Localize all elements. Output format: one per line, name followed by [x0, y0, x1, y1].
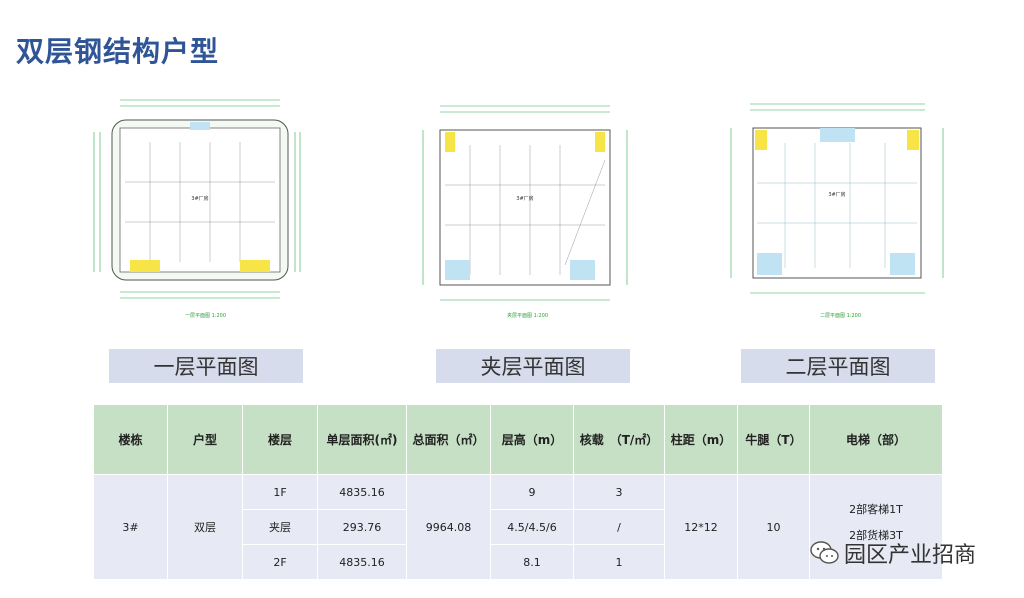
header-cell: 户型 — [167, 404, 243, 475]
floor-cell: 2F — [242, 544, 318, 580]
spec-table: 楼栋 户型 楼层 单层面积(㎡) 总面积（㎡） 层高（m） 核载 （T/㎡） 柱… — [93, 404, 943, 580]
plan-caption: 夹层平面图 1:200 — [507, 313, 548, 319]
plan-label-1f: 一层平面图 — [109, 349, 303, 383]
type-cell: 双层 — [167, 474, 243, 580]
header-cell: 电梯（部） — [809, 404, 943, 475]
table-header-row: 楼栋 户型 楼层 单层面积(㎡) 总面积（㎡） 层高（m） 核载 （T/㎡） 柱… — [93, 404, 943, 475]
header-cell: 核载 （T/㎡） — [573, 404, 665, 475]
load-cell: 3 — [573, 474, 665, 510]
floor-plan-mezzanine: 3#厂房 夹层平面图 1:200 — [415, 100, 635, 320]
floor-plan-2f: 3#厂房 二层平面图 1:200 — [725, 98, 950, 323]
watermark-text: 园区产业招商 — [844, 543, 977, 568]
svg-text:3#厂房: 3#厂房 — [191, 195, 208, 202]
header-cell: 牛腿（T） — [737, 404, 810, 475]
table-row: 2F 4835.16 8.1 1 — [94, 544, 943, 580]
load-cell: 1 — [573, 544, 665, 580]
wechat-icon — [810, 541, 839, 564]
height-cell: 9 — [490, 474, 574, 510]
watermark: 园区产业招商 — [810, 537, 976, 569]
plan-label-mezzanine: 夹层平面图 — [436, 349, 630, 383]
plan-caption: 二层平面图 1:200 — [820, 313, 861, 319]
table-row: 3# 双层 1F 4835.16 9964.08 9 3 12*12 10 2部… — [93, 474, 943, 580]
height-cell: 4.5/4.5/6 — [490, 509, 574, 545]
svg-text:3#厂房: 3#厂房 — [516, 195, 533, 202]
header-cell: 总面积（㎡） — [406, 404, 491, 475]
floor-plan-1f: 3#厂房 一层平面图 1:200 — [90, 92, 305, 322]
building-cell: 3# — [93, 474, 168, 580]
corbel-cell: 10 — [737, 474, 810, 580]
load-cell: / — [573, 509, 665, 545]
area-cell: 4835.16 — [317, 544, 407, 580]
header-cell: 单层面积(㎡) — [317, 404, 407, 475]
header-cell: 楼栋 — [93, 404, 168, 475]
header-cell: 层高（m） — [490, 404, 574, 475]
header-cell: 楼层 — [242, 404, 318, 475]
svg-text:3#厂房: 3#厂房 — [828, 191, 845, 198]
plan-label-2f: 二层平面图 — [741, 349, 935, 383]
floor-cell: 夹层 — [242, 509, 318, 545]
elevator-line: 2部货梯3T — [849, 529, 903, 542]
table-row: 夹层 293.76 4.5/4.5/6 / — [94, 509, 943, 545]
total-area-cell: 9964.08 — [406, 474, 491, 580]
header-cell: 柱距（m） — [664, 404, 738, 475]
area-cell: 293.76 — [317, 509, 407, 545]
area-cell: 4835.16 — [317, 474, 407, 510]
floor-cell: 1F — [242, 474, 318, 510]
column-spacing-cell: 12*12 — [664, 474, 738, 580]
elevator-line: 2部客梯1T — [849, 503, 903, 516]
height-cell: 8.1 — [490, 544, 574, 580]
page-title: 双层钢结构户型 — [16, 35, 220, 68]
plan-caption: 一层平面图 1:200 — [185, 313, 226, 319]
